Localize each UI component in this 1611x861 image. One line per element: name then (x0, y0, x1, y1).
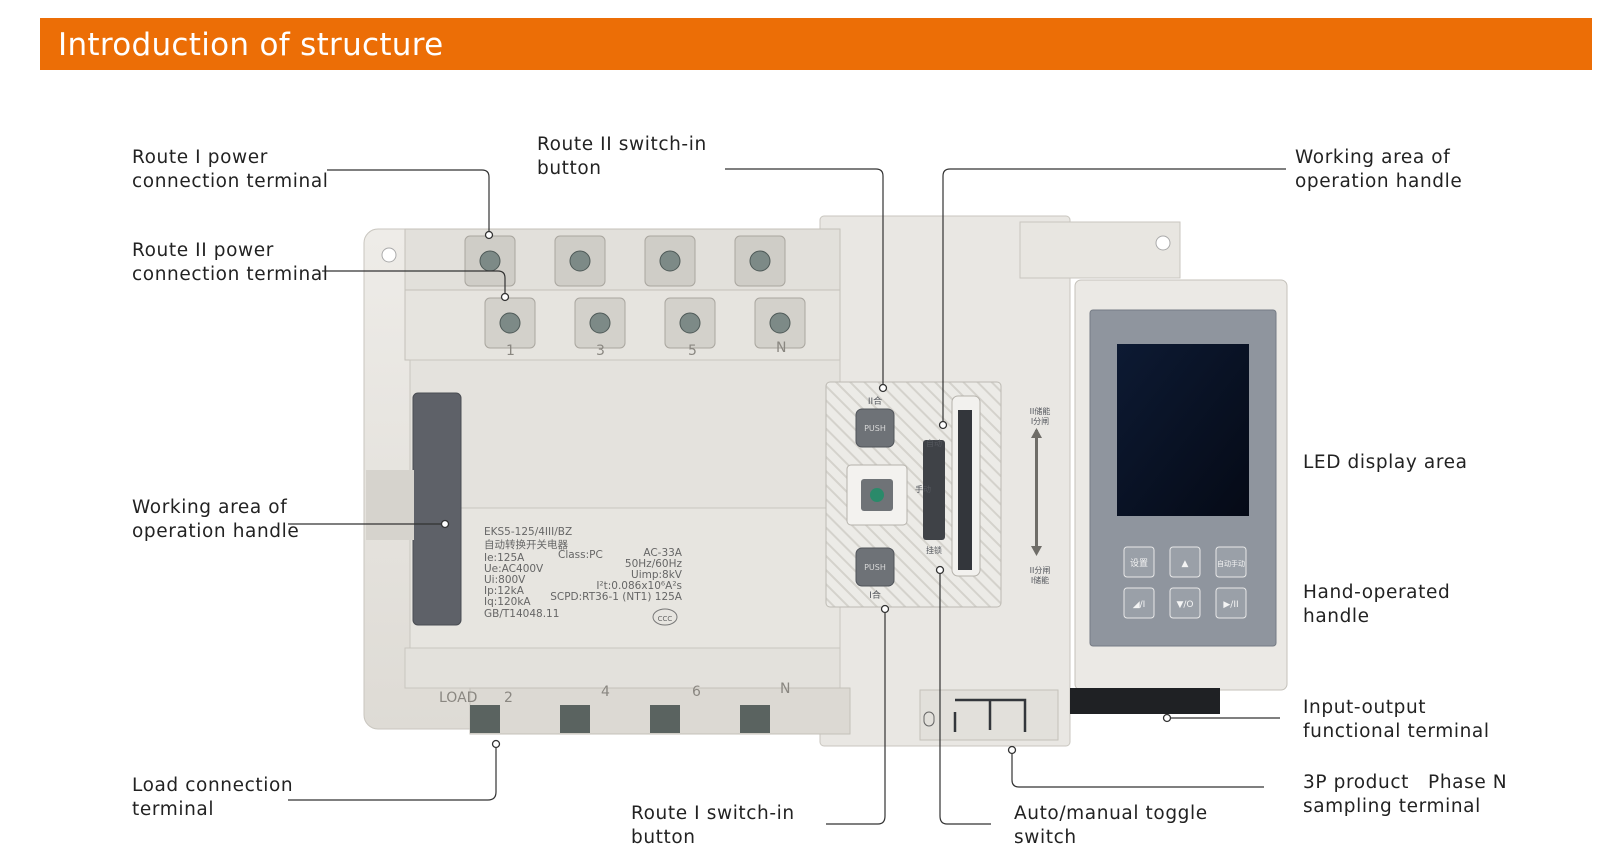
arrow-bottom-text: II分闸 (1030, 566, 1051, 575)
keypad-labels: 设置 ▲ 自动手动 ◢/I ▼/O ▶/II (1130, 558, 1245, 610)
top-phase-numbers: 1 3 5 N (506, 340, 786, 359)
leader-dots (440, 230, 1172, 755)
label-line: Auto/manual toggle (1014, 803, 1208, 824)
label-phase-n-sampling: 3P product Phase N sampling terminal (1303, 771, 1507, 819)
phase-n-sampling-block (919, 689, 1059, 741)
route-1-close-text: I合 (869, 589, 881, 601)
phase-number: 5 (688, 343, 697, 359)
label-line: terminal (132, 799, 215, 820)
label-line: Route II power (132, 240, 274, 261)
label-line: operation handle (1295, 171, 1463, 192)
key-off: ▼/O (1176, 600, 1193, 610)
nameplate-line: GB/T14048.11 (484, 608, 559, 620)
label-route-1-switch-button: Route I switch-in button (631, 802, 795, 850)
label-line: switch (1014, 827, 1077, 848)
arrow-top-text: I分闸 (1031, 417, 1049, 426)
control-plate (825, 381, 1042, 608)
lock-text: 挂锁 (926, 545, 942, 555)
controller-keypad (1123, 546, 1247, 619)
label-line: operation handle (132, 521, 300, 542)
switch-body (363, 215, 1181, 747)
auto-text: 自动 (926, 438, 942, 448)
phase-number: 1 (506, 343, 515, 359)
key-settings: 设置 (1130, 558, 1148, 569)
label-line: handle (1303, 606, 1370, 627)
label-line: connection terminal (132, 171, 329, 192)
push-text: PUSH (864, 424, 886, 433)
label-route-1-power-terminal: Route I power connection terminal (132, 146, 329, 194)
load-terminals (470, 705, 770, 733)
ccc-mark: CCC (658, 615, 673, 623)
label-operation-handle-right: Working area of operation handle (1295, 146, 1462, 194)
nameplate-line: Iq:120kA (484, 596, 531, 608)
phase-number: 4 (601, 684, 610, 700)
controller-module (1070, 279, 1288, 714)
nameplate-line: 50Hz/60Hz (625, 558, 683, 570)
route-2-terminals (464, 235, 786, 287)
label-line: Route I power (132, 147, 268, 168)
label-route-2-switch-button: Route II switch-in button (537, 133, 707, 181)
control-plate-text: II合 I合 PUSH PUSH 自动 挂锁 手动 II储能 I分闸 II分闸 … (864, 395, 1050, 601)
label-line: functional terminal (1303, 721, 1490, 742)
key-up: ▲ (1182, 559, 1189, 569)
arrow-bottom-text: I储能 (1031, 575, 1049, 585)
key-route-1: ◢/I (1133, 600, 1146, 610)
nameplate-line: Uimp:8kV (631, 569, 683, 581)
page-title: Introduction of structure (58, 27, 444, 63)
label-line: 3P product Phase N (1303, 772, 1508, 793)
route-2-close-text: II合 (868, 395, 882, 407)
key-auto-manual: 自动手动 (1217, 559, 1245, 568)
nameplate-line: Ie:125A (484, 552, 525, 564)
label-line: connection terminal (132, 264, 329, 285)
nameplate-line: Ui:800V (484, 574, 526, 586)
label-line: Route II switch-in (537, 134, 707, 155)
load-label: LOAD (439, 690, 477, 706)
label-line: Working area of (132, 497, 288, 518)
label-hand-operated-handle: Hand-operated handle (1303, 581, 1450, 629)
label-line: Load connection (132, 775, 294, 796)
label-load-terminal: Load connection terminal (132, 774, 293, 822)
label-line: button (631, 827, 696, 848)
manual-text: 手动 (915, 484, 931, 494)
phase-number: 6 (692, 684, 701, 700)
nameplate: EKS5-125/4III/BZ 自动转换开关电器 Ie:125A Ue:AC4… (484, 526, 683, 626)
leader-lines (288, 168, 1286, 825)
phase-number: N (776, 340, 786, 356)
label-operation-handle-left: Working area of operation handle (132, 496, 299, 544)
phase-number: N (780, 681, 790, 697)
phase-number: 2 (504, 690, 513, 706)
route-1-terminals (484, 297, 806, 349)
label-line: LED display area (1303, 452, 1468, 473)
key-route-2: ▶/II (1223, 600, 1238, 610)
nameplate-line: Ip:12kA (484, 585, 525, 597)
label-auto-manual-switch: Auto/manual toggle switch (1014, 802, 1208, 850)
arrow-top-text: II储能 (1030, 406, 1051, 416)
label-route-2-power-terminal: Route II power connection terminal (132, 239, 329, 287)
label-line: Working area of (1295, 147, 1451, 168)
nameplate-line: SCPD:RT36-1 (NT1) 125A (550, 591, 683, 603)
header-banner: Introduction of structure (40, 18, 1592, 70)
label-line: Input-output (1303, 697, 1427, 718)
label-led-display: LED display area (1303, 451, 1468, 475)
nameplate-model: EKS5-125/4III/BZ (484, 526, 572, 538)
push-text: PUSH (864, 563, 886, 572)
nameplate-name: 自动转换开关电器 (484, 538, 568, 551)
bottom-phase-numbers: LOAD 2 4 6 N (439, 681, 790, 706)
label-io-terminal: Input-output functional terminal (1303, 696, 1490, 744)
phase-number: 3 (596, 343, 605, 359)
label-line: Hand-operated (1303, 582, 1451, 603)
nameplate-line: AC-33A (643, 547, 682, 559)
nameplate-line: Ue:AC400V (484, 563, 544, 575)
label-line: Route I switch-in (631, 803, 795, 824)
nameplate-line: I²t:0.086x10⁶A²s (596, 580, 682, 592)
nameplate-class: Class:PC (558, 549, 603, 561)
label-line: button (537, 158, 602, 179)
label-line: sampling terminal (1303, 796, 1481, 817)
